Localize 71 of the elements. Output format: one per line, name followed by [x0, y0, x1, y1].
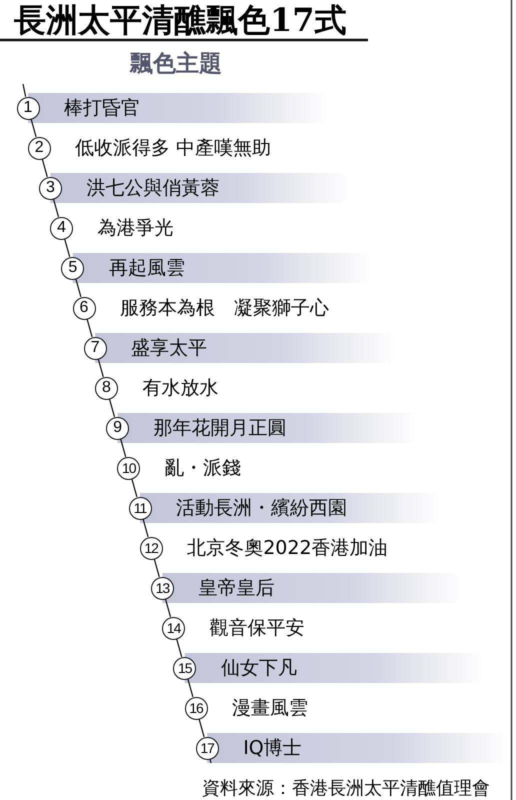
theme-text: 觀音保平安 — [210, 616, 305, 640]
step-number: 17 — [200, 740, 214, 756]
connector-line — [131, 478, 138, 498]
theme-text: 漫畫風雲 — [232, 696, 308, 720]
theme-text: 棒打昏官 — [64, 96, 140, 120]
title: 長洲太平清醮飄色17式 — [14, 2, 347, 38]
theme-text: 皇帝皇后 — [198, 576, 274, 600]
step-circle — [196, 736, 219, 760]
theme-text: 洪七公與俏黃蓉 — [86, 176, 220, 200]
theme-text: IQ博士 — [243, 736, 302, 760]
step-number: 16 — [189, 700, 203, 716]
subtitle: 飄色主題 — [130, 50, 222, 78]
connector-line — [108, 398, 116, 418]
step-number: 8 — [102, 380, 111, 396]
step-number: 12 — [144, 540, 158, 556]
theme-text: 北京冬奧2022香港加油 — [187, 536, 388, 560]
step-number: 6 — [80, 300, 88, 316]
step-circle — [50, 216, 74, 240]
step-number: 15 — [178, 660, 192, 676]
step-circle — [184, 696, 208, 720]
step-circle — [94, 376, 118, 400]
step-circle — [84, 336, 107, 360]
connector-line — [98, 358, 104, 378]
connector-line — [154, 558, 160, 578]
source-note: 資料來源：香港長洲太平清醮值理會 — [202, 778, 490, 799]
step-number: 9 — [113, 420, 122, 436]
step-circle — [162, 616, 186, 640]
step-number: 2 — [34, 140, 44, 156]
theme-text: 盛享太平 — [131, 336, 208, 360]
step-number: 13 — [156, 580, 170, 596]
step-circle — [173, 656, 196, 680]
step-number: 3 — [46, 180, 55, 196]
connector-line — [30, 118, 37, 138]
step-number: 7 — [90, 340, 100, 356]
step-circle — [28, 136, 51, 160]
step-number: 11 — [134, 500, 146, 516]
theme-text: 有水放水 — [142, 376, 218, 400]
connector-line — [120, 438, 126, 458]
connector-line — [64, 238, 70, 258]
theme-text: 活動長洲・繽紛西園 — [176, 496, 347, 520]
theme-text: 低收派得多 中產嘆無助 — [75, 136, 272, 160]
step-circle — [16, 96, 40, 120]
step-number: 5 — [68, 260, 78, 276]
step-circle — [106, 416, 130, 440]
theme-text: 再起風雲 — [108, 256, 185, 280]
step-number: 10 — [122, 460, 136, 476]
step-circle — [117, 456, 140, 480]
theme-text: 亂・派錢 — [164, 456, 241, 480]
connector-line — [42, 158, 48, 178]
step-circle — [150, 576, 174, 600]
step-number: 14 — [166, 620, 180, 636]
connector-line — [142, 518, 149, 538]
connector-line — [176, 638, 182, 658]
step-number: 4 — [57, 220, 66, 236]
step-circle — [140, 536, 163, 560]
theme-text: 那年花開月正圓 — [154, 416, 287, 440]
connector-line — [187, 678, 194, 698]
theme-text: 為港爭光 — [98, 216, 174, 240]
theme-text: 仙女下凡 — [220, 656, 297, 680]
step-circle — [61, 256, 84, 280]
step-circle — [38, 176, 62, 200]
connector-line — [86, 318, 93, 338]
step-circle — [128, 496, 152, 520]
connector-line — [22, 84, 26, 97]
step-number: 1 — [24, 100, 32, 116]
theme-text: 服務本為根 凝聚獅子心 — [120, 296, 329, 320]
step-circle — [72, 296, 96, 320]
connector-line — [198, 718, 205, 738]
connector-line — [52, 198, 60, 218]
connector-line — [75, 278, 82, 298]
connector-line — [164, 598, 172, 618]
